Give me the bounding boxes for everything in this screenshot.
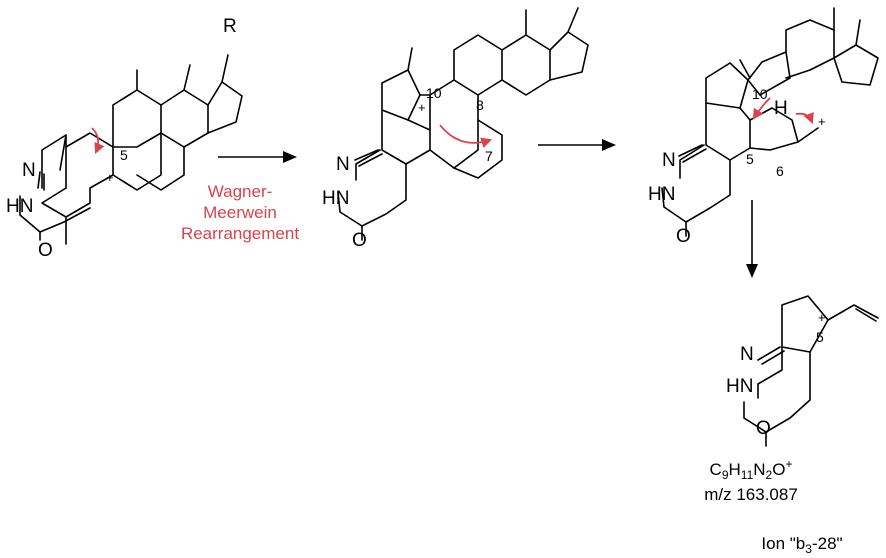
structure-4-product-ion [743, 295, 879, 447]
position-8-label-2: 8 [476, 97, 484, 113]
reaction-label-line-3: Rearrangement [181, 224, 299, 243]
cation-label-2: + [418, 100, 426, 115]
hn-atom-label-2: HN [322, 188, 349, 209]
cation-label-4: + [818, 310, 826, 325]
h-atom-label-3: H [774, 98, 788, 119]
position-7-label-2: 7 [485, 148, 493, 164]
hn-atom-label-3: HN [648, 184, 675, 205]
cation-label-3: + [818, 114, 826, 129]
reaction-label-line-1: Wagner- [208, 182, 273, 201]
o-atom-label-4: O [756, 418, 771, 439]
product-mz: m/z 163.087 [704, 485, 798, 504]
n-atom-label-1: N [22, 160, 36, 181]
cation-label-1: + [106, 170, 114, 185]
n-atom-label-2: N [336, 154, 350, 175]
position-5-label-1: 5 [120, 147, 128, 163]
position-10-label-2: 10 [426, 85, 442, 101]
structure-1-steroid [19, 54, 243, 245]
structure-3-fragmenting-cation [661, 7, 879, 237]
o-atom-label-1: O [38, 240, 53, 261]
o-atom-label-3: O [676, 226, 691, 247]
reaction-arrow-3 [746, 200, 758, 278]
reaction-arrow-1 [218, 151, 297, 163]
product-formula: C9H11N2O+ [710, 457, 793, 482]
hn-atom-label-1: HN [6, 196, 33, 217]
n-atom-label-3: N [662, 150, 676, 171]
position-5-label-3: 5 [746, 151, 754, 167]
r-group-label: R [223, 16, 237, 37]
reaction-label-line-2: Meerwein [203, 203, 277, 222]
position-5-label-4: 5 [816, 329, 824, 345]
hn-atom-label-4: HN [726, 376, 753, 397]
ion-name: Ion "b3-28" [761, 534, 842, 556]
n-atom-label-4: N [740, 344, 754, 365]
reaction-arrow-2 [538, 139, 616, 151]
position-10-label-3: 10 [752, 86, 768, 102]
structure-2-spiro-cation [337, 7, 589, 241]
position-6-label-3: 6 [776, 163, 784, 179]
o-atom-label-2: O [352, 230, 367, 251]
